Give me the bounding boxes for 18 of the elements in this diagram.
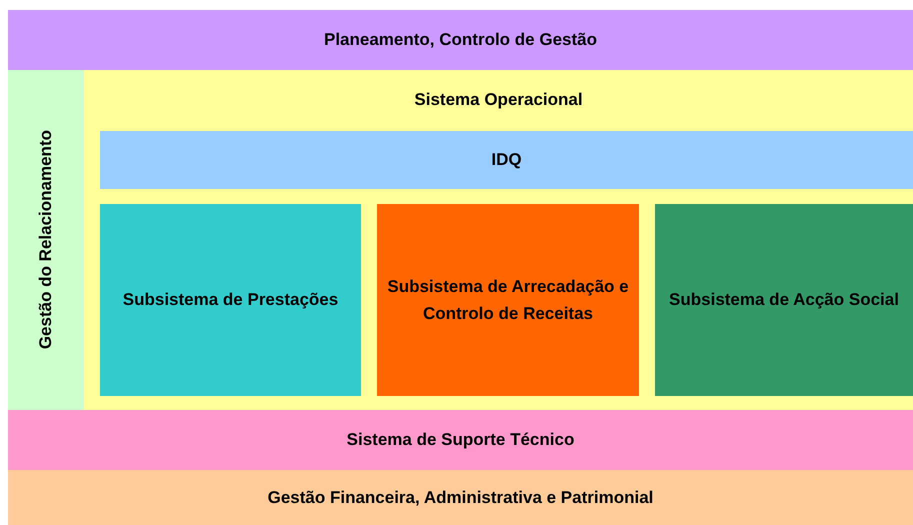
- box-label: Gestão do Relacionamento: [35, 130, 56, 350]
- system-panel: [84, 70, 913, 410]
- subsystem-box: [655, 204, 913, 396]
- box-label: Sistema Operacional: [414, 89, 583, 111]
- box-label: Sistema de Suporte Técnico: [346, 429, 574, 452]
- band: [8, 410, 913, 470]
- box-label: Subsistema de Arrecadação e Controlo de Receitas: [386, 276, 630, 325]
- band: [8, 10, 913, 70]
- box-label: Planeamento, Controlo de Gestão: [324, 29, 597, 52]
- box-label: IDQ: [491, 149, 522, 172]
- box-label: Gestão Financeira, Administrativa e Patrimonial: [268, 486, 654, 509]
- box-label: Subsistema de Prestações: [122, 289, 340, 312]
- box-label: Subsistema de Acção Social: [668, 289, 900, 312]
- side-band: [8, 70, 84, 410]
- subsystem-box: [100, 204, 361, 396]
- subsystem-box: [377, 204, 639, 396]
- subsystem-box: [100, 131, 913, 189]
- band: [8, 470, 913, 525]
